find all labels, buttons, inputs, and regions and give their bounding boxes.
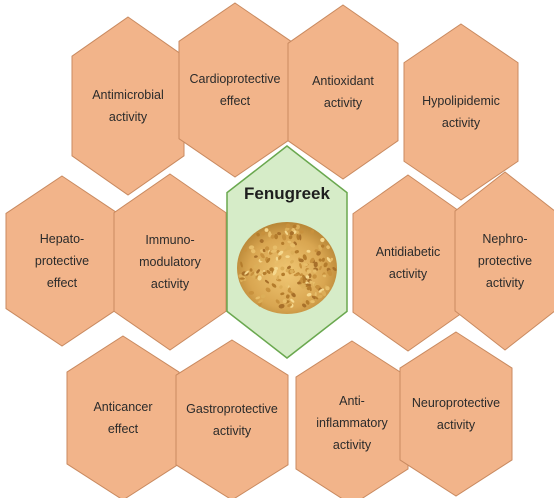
hexagon-nephroprotective: Nephro-protective activity xyxy=(455,172,554,350)
hexagon-shape-cardioprotective xyxy=(179,3,291,177)
hexagon-antidiabetic: Antidiabetic activity xyxy=(353,175,463,351)
hexagon-label-antidiabetic: Antidiabetic xyxy=(376,245,441,259)
hexagon-shape-gastroprotective xyxy=(176,340,288,498)
hexagon-anticancer: Anticancer effect xyxy=(67,336,179,498)
hexagon-label-anti-inflammatory: activity xyxy=(333,438,372,452)
hexagon-gastroprotective: Gastroprotective activity xyxy=(176,340,288,498)
hexagon-label-anti-inflammatory: Anti- xyxy=(339,394,365,408)
hexagon-label-cardioprotective: effect xyxy=(220,94,251,108)
hexagon-label-antioxidant: activity xyxy=(324,96,363,110)
hexagon-label-immunomodulatory: Immuno- xyxy=(145,233,194,247)
hexagon-antimicrobial: Antimicrobial activity xyxy=(72,17,184,195)
hexagon-label-antidiabetic: activity xyxy=(389,267,428,281)
hexagon-label-hepatoprotective: protective xyxy=(35,254,89,268)
hexagon-label-anti-inflammatory: inflammatory xyxy=(316,416,388,430)
hexagon-shape-anticancer xyxy=(67,336,179,498)
hexagon-label-nephroprotective: protective xyxy=(478,254,532,268)
hexagon-label-hepatoprotective: Hepato- xyxy=(40,232,84,246)
hexagon-shape-antidiabetic xyxy=(353,175,463,351)
hexagon-shape-antioxidant xyxy=(288,5,398,179)
center-title: Fenugreek xyxy=(244,184,331,203)
hexagon-label-cardioprotective: Cardioprotective xyxy=(189,72,280,86)
hexagon-label-gastroprotective: activity xyxy=(213,424,252,438)
hexagon-shape-neuroprotective xyxy=(400,332,512,496)
hexagon-label-immunomodulatory: modulatory xyxy=(139,255,202,269)
hexagon-label-antimicrobial: activity xyxy=(109,110,148,124)
hexagon-hepatoprotective: Hepato-protective effect xyxy=(6,176,118,346)
hexagon-label-hepatoprotective: effect xyxy=(47,276,78,290)
hexagon-antioxidant: Antioxidant activity xyxy=(288,5,398,179)
hexagon-label-hypolipidemic: Hypolipidemic xyxy=(422,94,500,108)
hexagon-label-immunomodulatory: activity xyxy=(151,277,190,291)
center-hexagon: Fenugreek xyxy=(227,146,347,358)
fenugreek-seeds-image xyxy=(237,222,337,314)
hexagon-label-hypolipidemic: activity xyxy=(442,116,481,130)
hexagon-label-gastroprotective: Gastroprotective xyxy=(186,402,278,416)
hexagon-hypolipidemic: Hypolipidemic activity xyxy=(404,24,518,200)
hexagon-anti-inflammatory: Anti-inflammatory activity xyxy=(296,341,408,498)
hexagon-shape-hypolipidemic xyxy=(404,24,518,200)
hexagon-label-neuroprotective: activity xyxy=(437,418,476,432)
hexagon-label-neuroprotective: Neuroprotective xyxy=(412,396,500,410)
hexagon-neuroprotective: Neuroprotective activity xyxy=(400,332,512,496)
hexagon-cardioprotective: Cardioprotective effect xyxy=(179,3,291,177)
hexagon-shape-antimicrobial xyxy=(72,17,184,195)
hexagon-immunomodulatory: Immuno-modulatory activity xyxy=(114,174,226,350)
hexagon-label-nephroprotective: Nephro- xyxy=(482,232,527,246)
hexagon-label-antioxidant: Antioxidant xyxy=(312,74,374,88)
hexagon-label-antimicrobial: Antimicrobial xyxy=(92,88,164,102)
hexagon-label-anticancer: effect xyxy=(108,422,139,436)
hexagon-label-nephroprotective: activity xyxy=(486,276,525,290)
hexagon-label-anticancer: Anticancer xyxy=(93,400,152,414)
